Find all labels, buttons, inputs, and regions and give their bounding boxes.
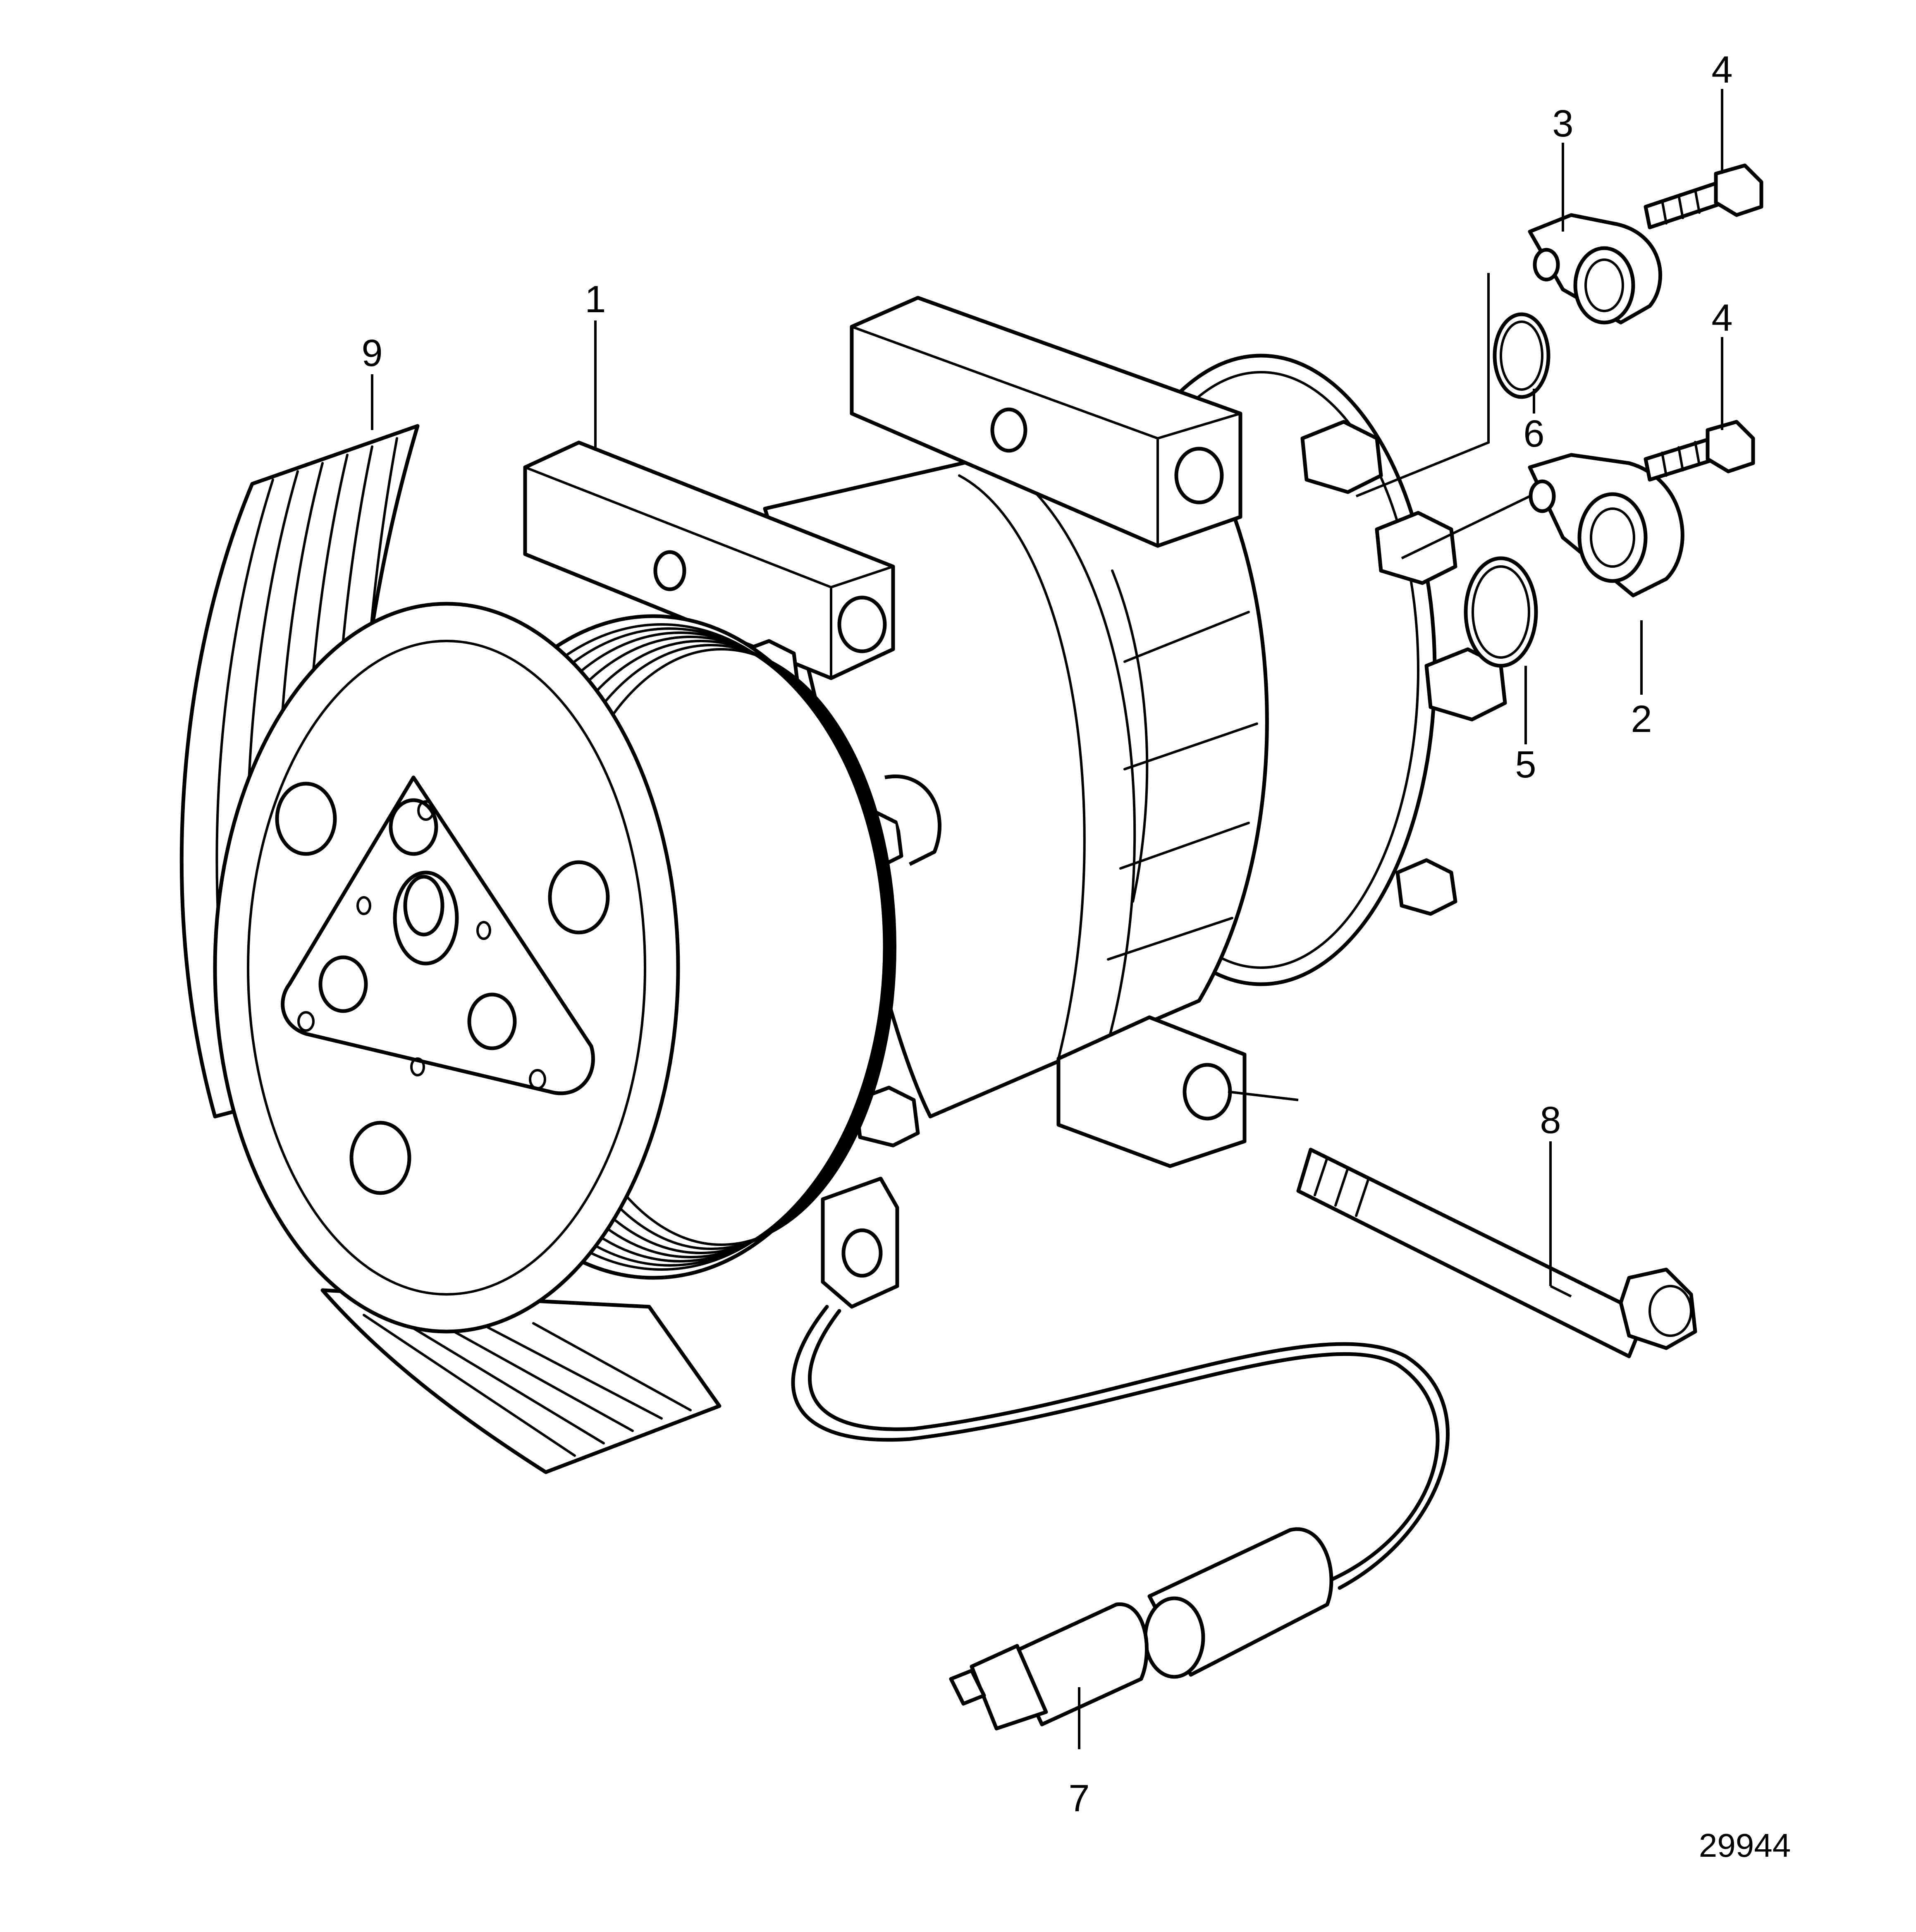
o-ring-upper xyxy=(1493,312,1550,399)
drawing-number: 29944 xyxy=(1699,1827,1791,1864)
sensor-cable-assembly xyxy=(791,1305,1450,1731)
compressor-assembly xyxy=(213,296,1507,1334)
connector-flange-lower xyxy=(1528,453,1684,598)
callout-1: 1 xyxy=(585,278,606,320)
callout-labels: 1 2 3 4 4 5 6 7 8 9 xyxy=(361,49,1732,1820)
callout-9: 9 xyxy=(361,332,382,374)
flange-screw-lower xyxy=(1644,420,1755,482)
callout-7: 7 xyxy=(1068,1777,1089,1820)
mounting-bolt xyxy=(1296,1148,1697,1358)
callout-8: 8 xyxy=(1540,1099,1561,1141)
callout-2: 2 xyxy=(1631,698,1652,740)
callout-5: 5 xyxy=(1515,744,1536,786)
o-ring-lower xyxy=(1464,556,1538,668)
connector-flange-upper xyxy=(1528,213,1663,325)
flange-screw-upper xyxy=(1644,163,1763,230)
callout-4-lower: 4 xyxy=(1711,297,1732,339)
callout-6: 6 xyxy=(1523,413,1544,455)
leader-lines xyxy=(371,89,1723,1749)
callout-4-upper: 4 xyxy=(1711,49,1732,91)
callout-3: 3 xyxy=(1552,103,1573,145)
